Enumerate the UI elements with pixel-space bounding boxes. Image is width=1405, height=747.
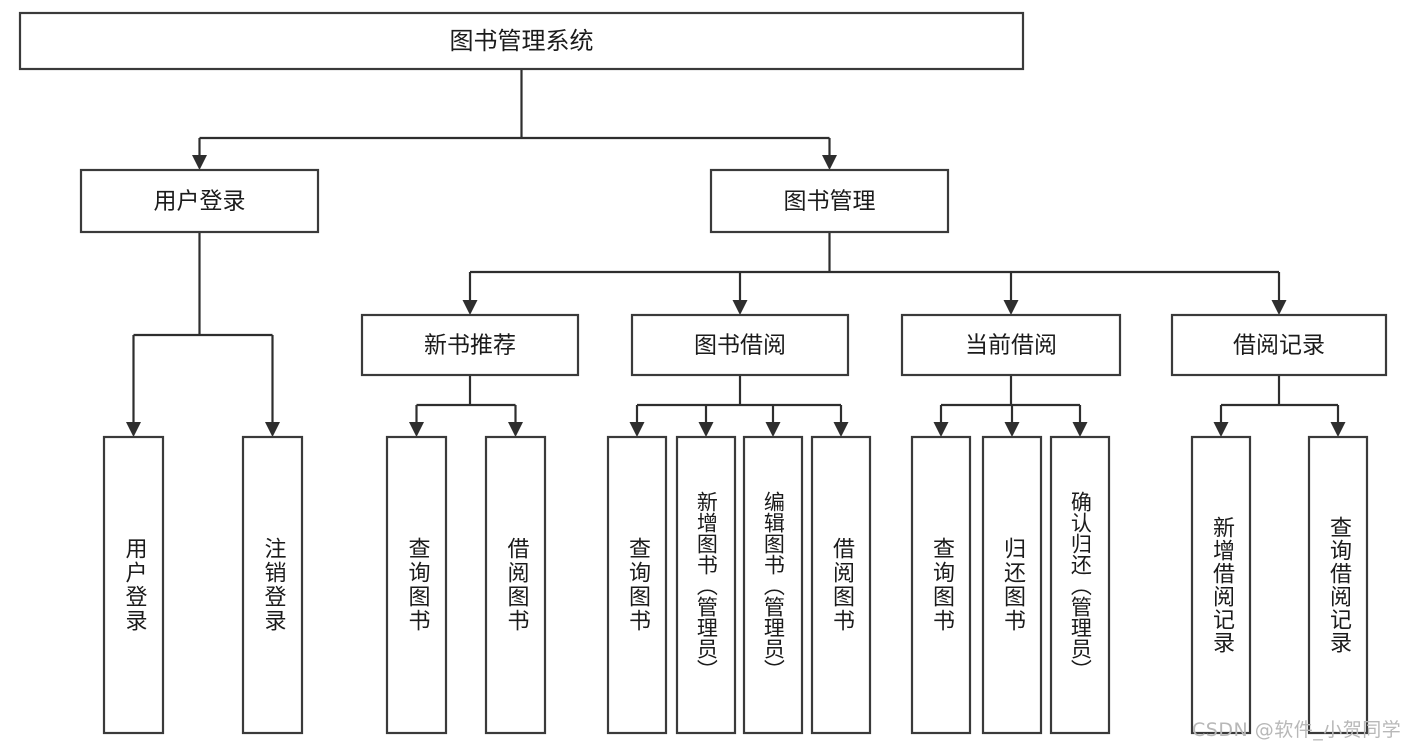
node-leaf-user-login[interactable] (102, 435, 165, 735)
node-leaf-edit-book-admin[interactable] (742, 435, 804, 735)
arrow-head-icon (126, 422, 141, 437)
arrow-head-icon (1213, 422, 1229, 437)
node-box-root[interactable] (18, 11, 1025, 71)
node-leaf-query-borrow-record[interactable] (1307, 435, 1369, 735)
node-leaf-add-book-admin[interactable] (675, 435, 737, 735)
arrow-head-icon (629, 422, 645, 437)
node-book-manage[interactable]: 图书管理 (709, 168, 950, 234)
node-leaf-confirm-return-admin[interactable] (1049, 435, 1111, 735)
arrow-head-icon (1072, 422, 1088, 437)
node-root[interactable]: 图书管理系统 (18, 11, 1025, 71)
arrow-head-icon (1004, 422, 1020, 437)
node-leaf-query-book-current[interactable] (910, 435, 972, 735)
node-current-borrow[interactable]: 当前借阅 (900, 313, 1122, 377)
node-label-book-manage: 图书管理 (784, 189, 876, 215)
arrow-head-icon (1003, 300, 1019, 315)
arrow-head-icon (192, 155, 207, 170)
node-box-leaf-query-book-current[interactable] (910, 435, 972, 735)
arrow-head-icon (265, 422, 280, 437)
node-borrow-record[interactable]: 借阅记录 (1170, 313, 1388, 377)
arrow-head-icon (822, 155, 837, 170)
node-box-book-manage[interactable] (709, 168, 950, 234)
node-leaf-query-book-borrow[interactable] (606, 435, 668, 735)
node-leaf-add-borrow-record[interactable] (1190, 435, 1252, 735)
arrow-head-icon (462, 300, 478, 315)
node-box-leaf-user-login[interactable] (102, 435, 165, 735)
node-label-user-login: 用户登录 (154, 189, 246, 215)
node-box-leaf-query-borrow-record[interactable] (1307, 435, 1369, 735)
node-user-login[interactable]: 用户登录 (79, 168, 320, 234)
node-box-leaf-edit-book-admin[interactable] (742, 435, 804, 735)
node-box-leaf-add-borrow-record[interactable] (1190, 435, 1252, 735)
node-box-borrow-record[interactable] (1170, 313, 1388, 377)
arrow-head-icon (508, 422, 523, 437)
node-box-book-borrow[interactable] (630, 313, 850, 377)
arrow-head-icon (698, 422, 714, 437)
arrow-head-icon (409, 422, 424, 437)
arrow-head-icon (765, 422, 781, 437)
node-label-book-borrow: 图书借阅 (694, 333, 786, 359)
node-label-root: 图书管理系统 (450, 27, 594, 55)
node-box-leaf-borrow-book-rec[interactable] (484, 435, 547, 735)
node-label-borrow-record: 借阅记录 (1233, 333, 1325, 359)
node-box-current-borrow[interactable] (900, 313, 1122, 377)
node-box-leaf-return-book[interactable] (981, 435, 1043, 735)
node-leaf-query-book-rec[interactable] (385, 435, 448, 735)
connectors-layer (126, 69, 1346, 437)
node-label-current-borrow: 当前借阅 (965, 333, 1057, 359)
watermark-text: CSDN @软件_小贺同学 (1192, 719, 1402, 741)
node-box-leaf-confirm-return-admin[interactable] (1049, 435, 1111, 735)
arrow-head-icon (833, 422, 849, 437)
node-box-leaf-borrow-book[interactable] (810, 435, 872, 735)
node-new-book-rec[interactable]: 新书推荐 (360, 313, 580, 377)
arrow-head-icon (933, 422, 949, 437)
node-book-borrow[interactable]: 图书借阅 (630, 313, 850, 377)
node-box-leaf-query-book-borrow[interactable] (606, 435, 668, 735)
node-label-new-book-rec: 新书推荐 (424, 333, 516, 359)
arrow-head-icon (1330, 422, 1346, 437)
node-box-user-login[interactable] (79, 168, 320, 234)
node-box-leaf-add-book-admin[interactable] (675, 435, 737, 735)
node-box-leaf-user-logout[interactable] (241, 435, 304, 735)
node-leaf-borrow-book[interactable] (810, 435, 872, 735)
node-leaf-borrow-book-rec[interactable] (484, 435, 547, 735)
arrow-head-icon (732, 300, 748, 315)
node-box-leaf-query-book-rec[interactable] (385, 435, 448, 735)
node-leaf-user-logout[interactable] (241, 435, 304, 735)
node-box-new-book-rec[interactable] (360, 313, 580, 377)
node-leaf-return-book[interactable] (981, 435, 1043, 735)
arrow-head-icon (1271, 300, 1287, 315)
